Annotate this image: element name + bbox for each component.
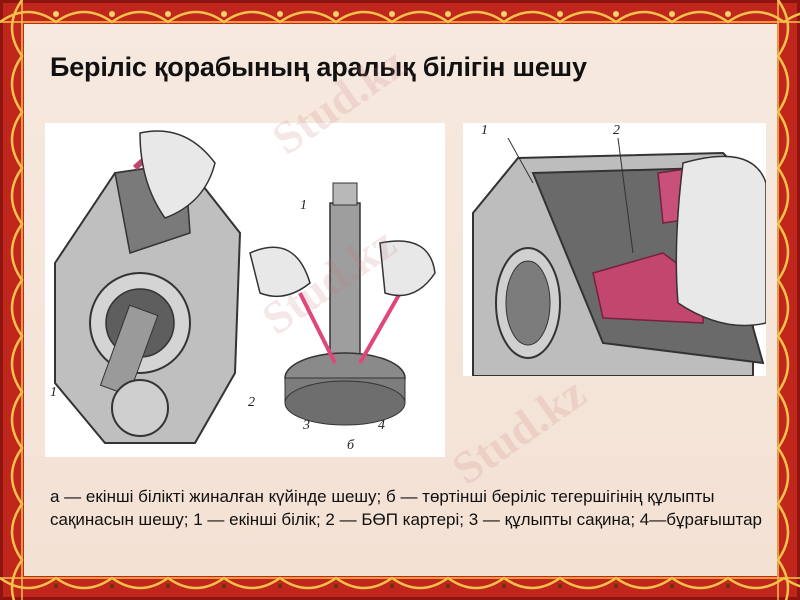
callout-label-2-left: 2 [248, 395, 255, 410]
figure-caption: а — екінші білікті жиналған күйінде шешу… [50, 487, 762, 529]
callout-label-4: 4 [378, 418, 385, 433]
ornament-right-border [776, 0, 790, 600]
ornament-left-border [10, 0, 24, 600]
callout-label-1-right: 1 [481, 123, 488, 138]
gearbox-illustration [54, 130, 436, 444]
slide-content: Беріліс қорабының аралық білігін шешу [24, 24, 777, 576]
watermark: Stud.kz [442, 366, 595, 495]
callout-label-1-shaft: 1 [300, 198, 307, 213]
slide-title: Беріліс қорабының аралық білігін шешу [50, 52, 587, 82]
callout-label-1-left: 1 [50, 385, 57, 400]
figure-gearbox-interior: 1 2 [463, 123, 766, 376]
subfigure-label-b: б [347, 438, 355, 453]
callout-label-3: 3 [303, 418, 310, 433]
ornament-bottom-border [0, 576, 800, 590]
callout-label-2-right: 2 [613, 123, 620, 138]
ornament-top-border [0, 10, 800, 24]
figure-gearbox-disassembly: 1 2 1 3 4 б [45, 123, 445, 457]
gearbox-interior-illustration [463, 123, 766, 376]
